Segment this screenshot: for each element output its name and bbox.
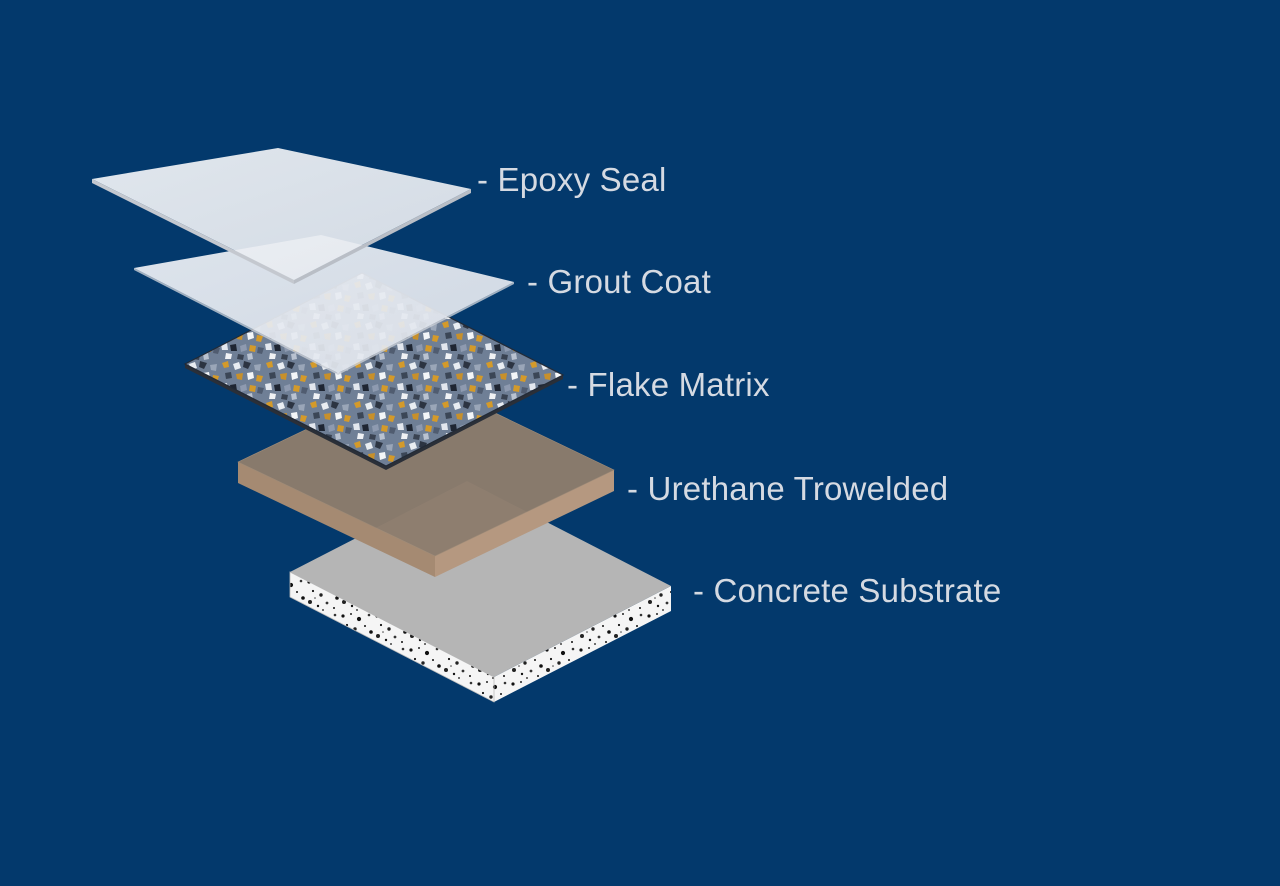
label-flake-matrix: - Flake Matrix [567, 366, 770, 403]
label-epoxy-seal: - Epoxy Seal [477, 161, 667, 198]
epoxy-seal-layer [92, 148, 471, 284]
label-urethane-troweled: - Urethane Trowelded [627, 470, 949, 507]
grout-coat-layer [134, 235, 514, 375]
label-grout-coat: - Grout Coat [527, 263, 711, 300]
label-concrete-substrate: - Concrete Substrate [693, 572, 1002, 609]
